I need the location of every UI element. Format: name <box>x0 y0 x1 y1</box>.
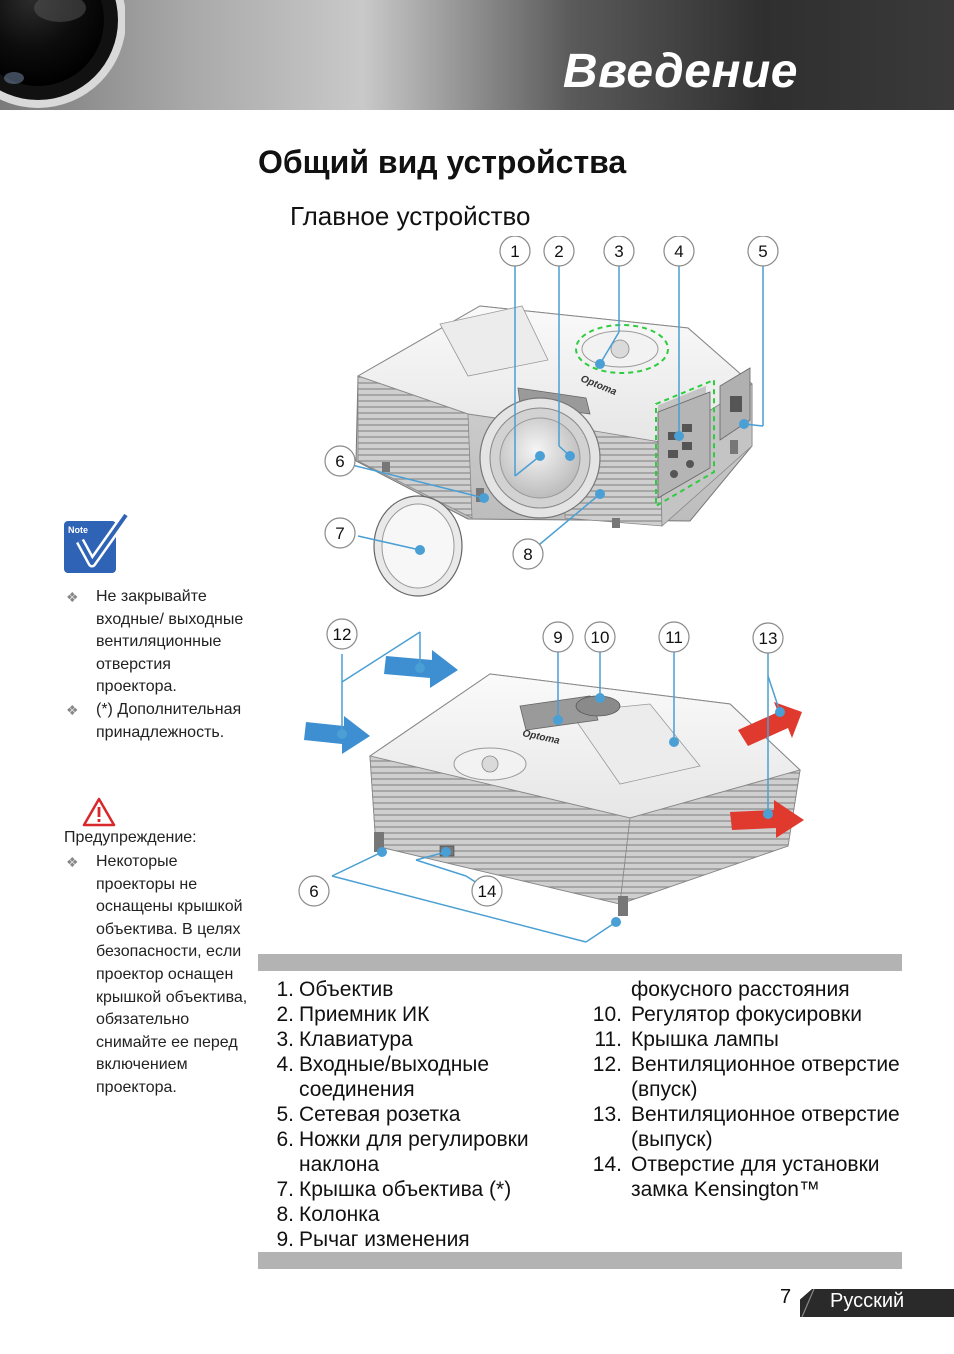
svg-text:11: 11 <box>665 628 683 647</box>
callout-10: 10 <box>584 621 616 653</box>
list-item: 10.Регулятор фокусировки <box>592 1003 862 1026</box>
projector-rear-view: Optoma <box>368 673 801 916</box>
list-item: 3.Клавиатура <box>276 1028 413 1051</box>
list-item: ❖Некоторые проекторы не оснащены крышкой… <box>66 853 248 1096</box>
svg-text:9: 9 <box>553 628 562 647</box>
svg-text:2: 2 <box>554 242 563 261</box>
bullet-icon: ❖ <box>66 854 79 870</box>
svg-text:7: 7 <box>335 524 344 543</box>
list-item: 2.Приемник ИК <box>276 1003 430 1026</box>
callout-lines <box>331 266 781 943</box>
note-icon: Note <box>64 513 128 573</box>
list-item: 5.Сетевая розетка <box>276 1103 461 1126</box>
projector-front-view: Optoma <box>355 305 753 528</box>
callout-11: 11 <box>658 621 690 653</box>
notes-list: ❖Не закрывайте входные/ выходные вентиля… <box>64 586 248 744</box>
list-item: ❖(*) Дополнительная принадлежность. <box>66 700 242 741</box>
callout-1: 1 <box>499 236 531 267</box>
callout-4: 4 <box>663 236 695 267</box>
svg-text:4: 4 <box>674 242 683 261</box>
callout-7: 7 <box>324 517 356 549</box>
subsection-title: Главное устройство <box>290 201 531 231</box>
list-item: 9.Рычаг изменения <box>276 1228 470 1251</box>
warnings-list: ❖Некоторые проекторы не оснащены крышкой… <box>64 851 248 1100</box>
page-header: Введение <box>0 0 954 110</box>
list-item: 1.Объектив <box>276 978 394 1001</box>
list-item: 4.Входные/выходные соединения <box>276 1053 490 1101</box>
callout-14: 14 <box>471 875 503 907</box>
list-item-continuation: фокусного расстояния <box>631 978 850 1001</box>
list-item: 7.Крышка объектива (*) <box>276 1178 512 1201</box>
projector-diagram: Optoma Opto <box>298 236 804 943</box>
warning-icon <box>82 797 116 827</box>
note-icon-label: Note <box>68 525 88 535</box>
parts-list-right: фокусного расстояния 10.Регулятор фокуси… <box>590 977 902 1202</box>
callout-3: 3 <box>603 236 635 267</box>
callout-12: 12 <box>326 618 358 650</box>
callout-dots <box>337 359 785 927</box>
list-item: 6.Ножки для регулировки наклона <box>276 1128 529 1176</box>
svg-text:6: 6 <box>309 882 318 901</box>
svg-text:13: 13 <box>759 629 778 648</box>
lens-decoration-icon <box>0 0 125 108</box>
divider-band-top <box>258 954 902 971</box>
svg-text:12: 12 <box>333 625 352 644</box>
footer-language-tab <box>800 1288 954 1317</box>
bullet-icon: ❖ <box>66 701 79 718</box>
svg-text:3: 3 <box>614 242 623 261</box>
parts-list-left: 1.Объектив 2.Приемник ИК 3.Клавиатура 4.… <box>258 977 568 1252</box>
warning-label: Предупреждение: <box>64 829 197 846</box>
list-item: 14.Отверстие для установки замка Kensing… <box>592 1153 880 1201</box>
callout-6: 6 <box>324 445 356 477</box>
list-item: 12.Вентиляционное отверстие (впуск) <box>592 1053 900 1101</box>
svg-text:1: 1 <box>510 242 519 261</box>
footer-language: Русский <box>830 1290 905 1312</box>
list-item: 13.Вентиляционное отверстие (выпуск) <box>592 1103 900 1151</box>
callout-9: 9 <box>542 621 574 653</box>
header-title: Введение <box>562 45 798 98</box>
list-item: 11.Крышка лампы <box>594 1028 779 1051</box>
svg-text:5: 5 <box>758 242 767 261</box>
section-title: Общий вид устройства <box>258 144 627 180</box>
page-number: 7 <box>780 1286 792 1308</box>
bullet-icon: ❖ <box>66 589 79 605</box>
callout-8: 8 <box>512 538 544 570</box>
exhaust-arrows-icon <box>730 702 804 838</box>
list-item: ❖Не закрывайте входные/ выходные вентиля… <box>66 588 244 696</box>
list-item: 8.Колонка <box>276 1203 380 1226</box>
callout-13: 13 <box>752 622 784 654</box>
svg-text:14: 14 <box>478 882 497 901</box>
svg-text:6: 6 <box>335 452 344 471</box>
callout-5: 5 <box>747 236 779 267</box>
callout-6-rear: 6 <box>298 875 330 907</box>
callout-2: 2 <box>543 236 575 267</box>
divider-band-bottom <box>258 1252 902 1269</box>
svg-text:10: 10 <box>591 628 610 647</box>
svg-text:8: 8 <box>523 545 532 564</box>
